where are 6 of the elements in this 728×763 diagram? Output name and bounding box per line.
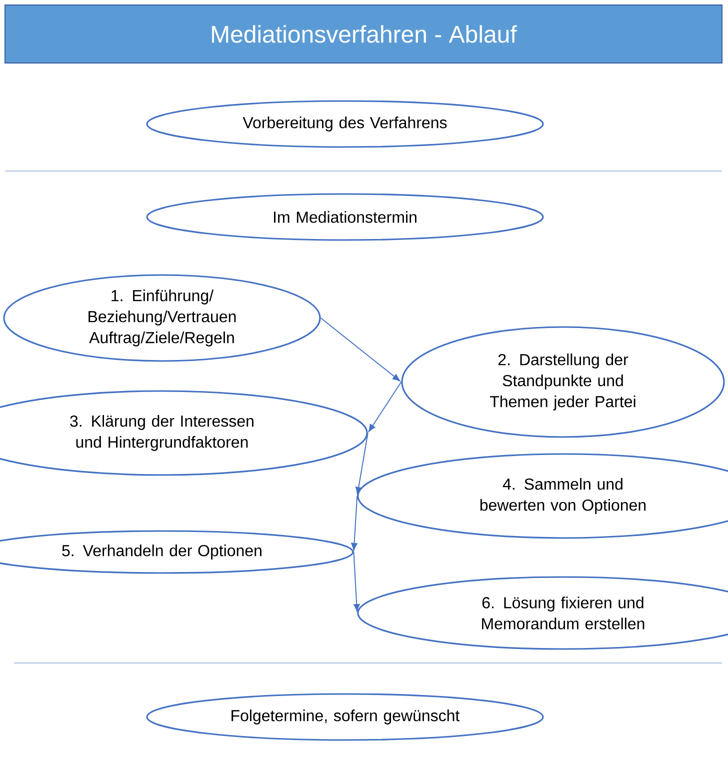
arrow [353,552,360,612]
arrow [368,382,402,432]
title-banner: Mediationsverfahren - Ablauf [4,4,722,64]
arrow [351,496,358,550]
arrow [320,318,400,382]
arrow [355,432,368,495]
